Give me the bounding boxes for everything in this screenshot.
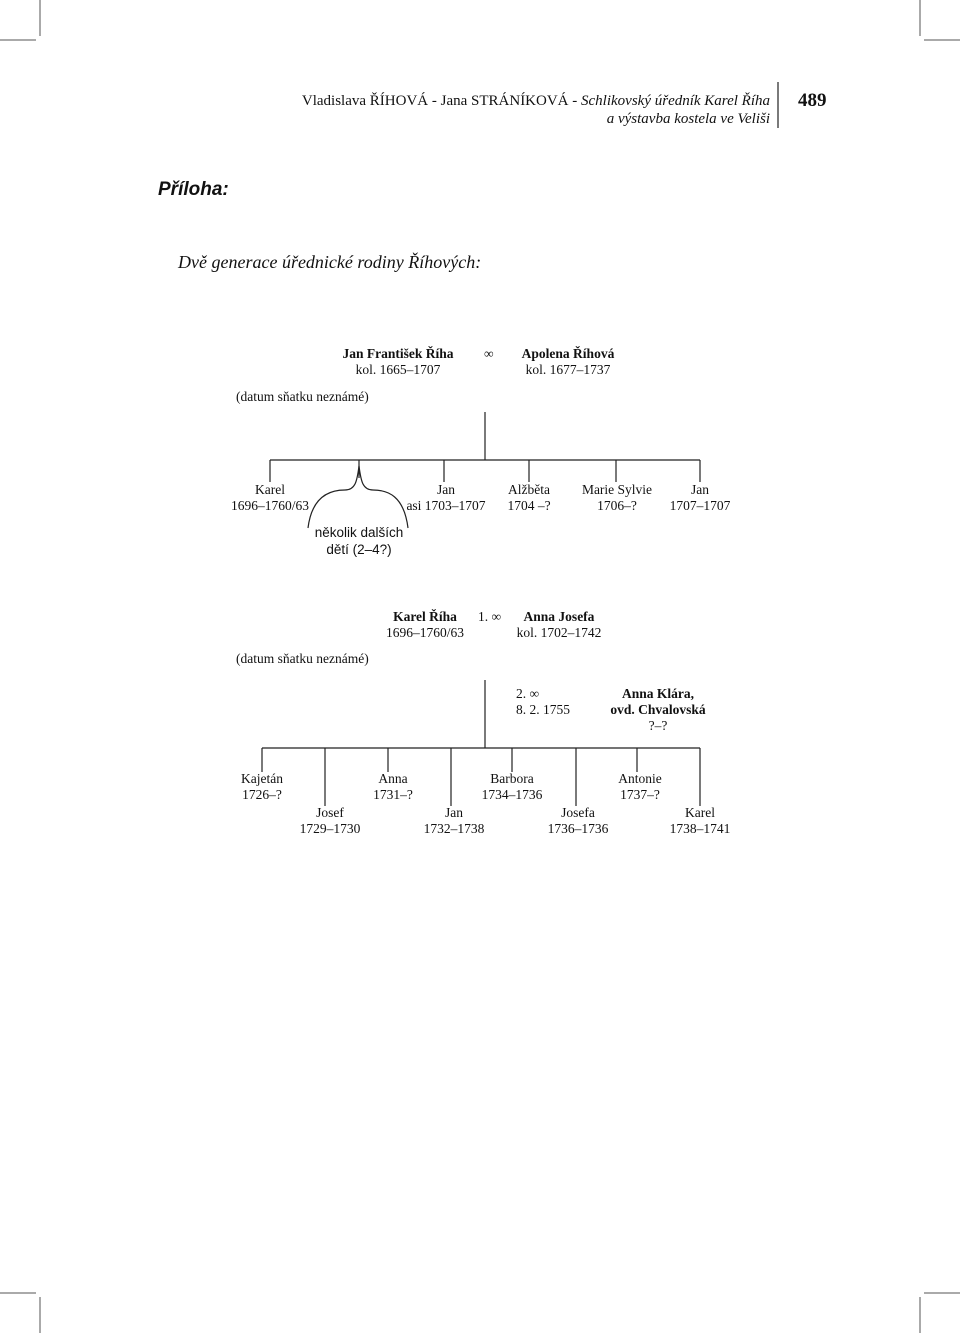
- tree1-child-alzbeta: Alžběta 1704 –?: [494, 482, 564, 514]
- child-dates: 1734–1736: [481, 787, 543, 802]
- marriage-symbol-1: ∞: [491, 609, 502, 624]
- tree1-father-name: Jan František Říha: [342, 346, 454, 361]
- tree2-child-anna: Anna 1731–?: [356, 771, 430, 803]
- appendix-heading: Příloha:: [158, 179, 229, 200]
- tree2-father-dates: 1696–1760/63: [385, 625, 464, 640]
- child-name: Marie Sylvie: [581, 482, 653, 497]
- marriage-symbol-2: ∞: [529, 686, 540, 701]
- wife2-dates: ?–?: [648, 718, 668, 733]
- child-name: Karel: [685, 805, 715, 820]
- tree1-mother-name: Apolena Říhová: [521, 346, 615, 361]
- tree1-father: Jan František Říha kol. 1665–1707: [318, 346, 478, 378]
- child-name: Karel: [255, 482, 285, 497]
- tree2-father: Karel Říha 1696–1760/63: [372, 609, 478, 641]
- tree1-mother: Apolena Říhová kol. 1677–1737: [498, 346, 638, 378]
- tree1-child-jan-1: Jan asi 1703–1707: [396, 482, 496, 514]
- header-title-1: Schlikovský úředník Karel Říha: [581, 93, 770, 109]
- tree1-note: (datum sňatku neznámé): [236, 389, 369, 404]
- tree2-child-antonie: Antonie 1737–?: [602, 771, 678, 803]
- tree1-others-brace: [307, 465, 409, 529]
- wife2-name: Anna Klára,: [621, 686, 694, 701]
- header-line-2: a výstavba kostela ve Veliši: [606, 111, 770, 127]
- tree1-child-marie-sylvie: Marie Sylvie 1706–?: [570, 482, 664, 514]
- tree2-child-josef: Josef 1729–1730: [290, 805, 370, 837]
- child-dates: 1706–?: [597, 498, 637, 513]
- tree1-father-dates: kol. 1665–1707: [355, 362, 441, 377]
- tree2-marriage-2: 2. ∞ 8. 2. 1755: [516, 686, 570, 718]
- child-dates: 1704 –?: [507, 498, 551, 513]
- tree2-child-karel: Karel 1738–1741: [660, 805, 740, 837]
- tree2-wife-2: Anna Klára, ovd. Chvalovská ?–?: [598, 686, 718, 734]
- child-dates: 1737–?: [620, 787, 660, 802]
- child-dates: 1736–1736: [547, 821, 609, 836]
- tree1-mother-dates: kol. 1677–1737: [525, 362, 611, 377]
- child-name: Josef: [316, 805, 344, 820]
- child-dates: 1732–1738: [423, 821, 485, 836]
- child-name: Anna: [378, 771, 408, 786]
- tree2-child-kajetan: Kajetán 1726–?: [226, 771, 298, 803]
- tree2-wife-1: Anna Josefa kol. 1702–1742: [506, 609, 612, 641]
- tree2-child-barbora: Barbora 1734–1736: [472, 771, 552, 803]
- tree2-child-josefa: Josefa 1736–1736: [538, 805, 618, 837]
- wife1-name: Anna Josefa: [523, 609, 595, 624]
- wife2-name-2: ovd. Chvalovská: [610, 702, 706, 717]
- other-children-line2: dětí (2–4?): [326, 542, 392, 557]
- child-name: Jan: [445, 805, 463, 820]
- child-name: Josefa: [561, 805, 595, 820]
- running-header: Vladislava ŘÍHOVÁ - Jana STRÁNÍKOVÁ - Sc…: [302, 92, 770, 128]
- child-dates: 1729–1730: [299, 821, 361, 836]
- marriage-order-2: 2.: [516, 686, 527, 701]
- child-name: Alžběta: [508, 482, 550, 497]
- child-dates: 1726–?: [242, 787, 282, 802]
- child-dates: 1731–?: [373, 787, 413, 802]
- tree-caption: Dvě generace úřednické rodiny Říhových:: [178, 252, 482, 272]
- child-dates: 1696–1760/63: [230, 498, 309, 513]
- tree2-note: (datum sňatku neznámé): [236, 651, 369, 666]
- tree1-child-karel: Karel 1696–1760/63: [222, 482, 318, 514]
- wife1-dates: kol. 1702–1742: [516, 625, 602, 640]
- marriage-order-1: 1.: [478, 609, 489, 624]
- child-dates: 1707–1707: [669, 498, 731, 513]
- child-dates: 1738–1741: [669, 821, 731, 836]
- child-name: Jan: [691, 482, 709, 497]
- tree1-child-jan-2: Jan 1707–1707: [662, 482, 738, 514]
- child-name: Antonie: [618, 771, 662, 786]
- page-number: 489: [798, 90, 827, 111]
- child-dates: asi 1703–1707: [406, 498, 486, 513]
- marriage-date-2: 8. 2. 1755: [516, 702, 570, 717]
- header-authors: Vladislava ŘÍHOVÁ - Jana STRÁNÍKOVÁ -: [301, 93, 582, 109]
- tree2-child-jan: Jan 1732–1738: [414, 805, 494, 837]
- tree2-marriage-1: 1. ∞: [478, 609, 501, 625]
- child-name: Jan: [437, 482, 455, 497]
- tree2-father-name: Karel Říha: [393, 609, 457, 624]
- child-name: Barbora: [490, 771, 534, 786]
- child-name: Kajetán: [241, 771, 283, 786]
- other-children-line1: několik dalších: [314, 525, 404, 540]
- tree1-marriage-symbol: ∞: [484, 346, 494, 361]
- tree1-other-children: několik dalších dětí (2–4?): [300, 524, 418, 558]
- header-line-1: Vladislava ŘÍHOVÁ - Jana STRÁNÍKOVÁ - Sc…: [302, 92, 770, 110]
